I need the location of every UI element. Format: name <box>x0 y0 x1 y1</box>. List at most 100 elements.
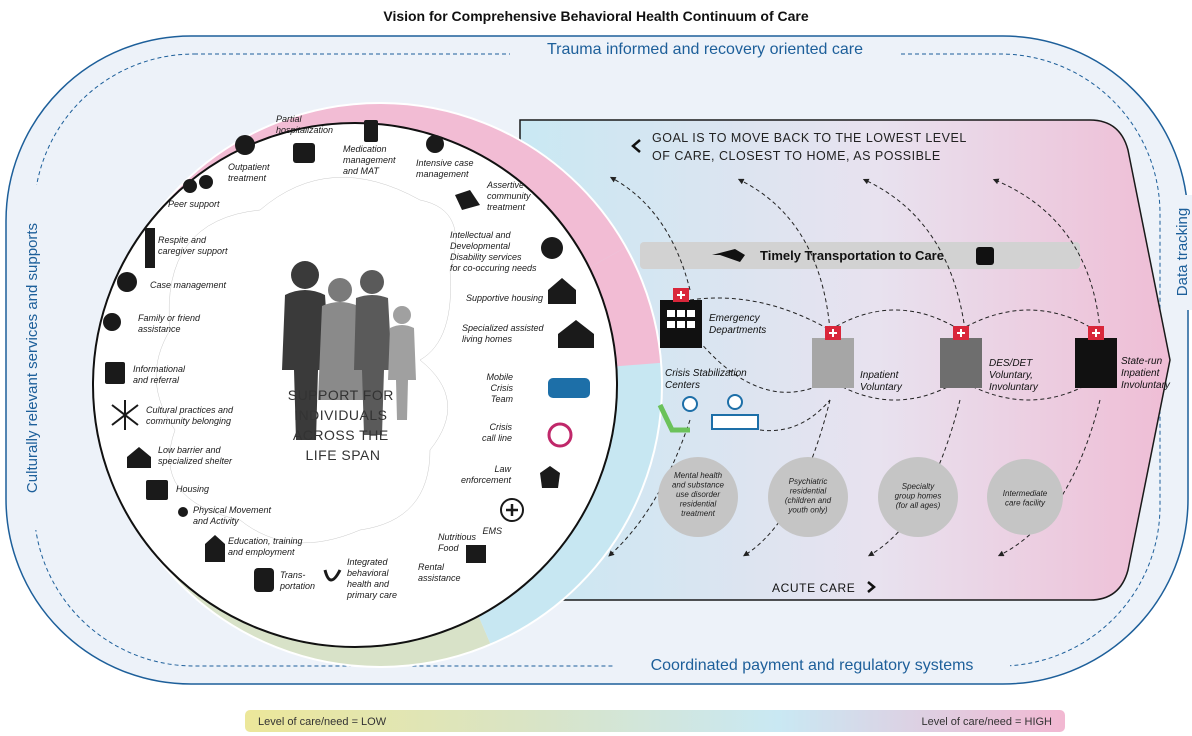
bubble-label-line: Mental health <box>674 471 723 480</box>
service-label-line: caregiver support <box>158 246 228 256</box>
bubble-label-line: group homes <box>895 492 942 501</box>
service-label-line: hospitalization <box>276 125 333 135</box>
running-person-icon <box>178 507 188 517</box>
service-label-line: Partial <box>276 114 303 124</box>
bubble-label-line: Intermediate <box>1003 489 1048 498</box>
service-label-line: Assertive <box>486 180 524 190</box>
facility-label-line: Involuntary <box>989 382 1039 393</box>
service-label-line: Medication <box>343 144 387 154</box>
stethoscope-icon <box>323 569 342 582</box>
facility-label-line: Voluntary, <box>989 370 1033 381</box>
bubble-label-line: residential <box>790 487 827 496</box>
service-label-line: Respite and <box>158 235 207 245</box>
service-label-line: assistance <box>418 573 461 583</box>
service-label: Housing <box>176 484 209 494</box>
des-det-icon <box>940 326 982 388</box>
service-label-line: Intensive case <box>416 158 474 168</box>
bubble-label-line: treatment <box>681 509 716 518</box>
state-run-hospital-icon <box>1075 326 1117 388</box>
return-arrows <box>608 176 1101 557</box>
bubble-label-line: youth only) <box>787 506 827 515</box>
bubble-group-homes <box>878 457 958 537</box>
service-label-line: Case management <box>150 280 227 290</box>
assisted-living-icon <box>558 320 594 348</box>
service-label-line: and MAT <box>343 166 380 176</box>
center-caption: SUPPORT FOR INDIVIDUALS ACROSS THE LIFE … <box>288 387 399 463</box>
legend-high: Level of care/need = HIGH <box>921 716 1052 728</box>
facility-label-line: Inpatient <box>1121 368 1161 379</box>
goal-text: GOAL IS TO MOVE BACK TO THE LOWEST LEVEL… <box>652 131 970 163</box>
service-label-line: and employment <box>228 547 295 557</box>
service-label-line: Food <box>438 543 460 553</box>
food-basket-icon <box>466 545 486 563</box>
service-label: Case management <box>150 280 227 290</box>
service-label-line: Disability services <box>450 252 522 262</box>
center-line: INDIVIDUALS <box>294 407 387 423</box>
gear-icon <box>426 135 444 153</box>
facility-label-line: DES/DET <box>989 358 1033 369</box>
family-icon <box>103 313 121 331</box>
family-silhouette-icon <box>282 261 416 440</box>
service-label-line: enforcement <box>461 475 512 485</box>
service-label-line: community belonging <box>146 416 231 426</box>
facility-label-line: State-run <box>1121 356 1163 367</box>
service-label-line: assistance <box>138 324 181 334</box>
legend-low: Level of care/need = LOW <box>258 716 387 728</box>
pill-bottle-icon <box>364 120 378 142</box>
center-line: SUPPORT FOR <box>288 387 394 403</box>
police-badge-icon <box>540 466 560 488</box>
brain-head-icon <box>235 135 255 155</box>
goal-line: OF CARE, CLOSEST TO HOME, AS POSSIBLE <box>652 149 941 163</box>
facility-label-line: Emergency <box>709 313 761 324</box>
school-icon <box>205 535 225 562</box>
service-label-line: Mobile <box>486 372 513 382</box>
service-label-line: Outpatient <box>228 162 270 172</box>
case-management-icon <box>117 272 137 292</box>
bus-icon <box>254 568 274 592</box>
service-label-line: Informational <box>133 364 186 374</box>
bus-icon <box>976 247 994 265</box>
goal-line: GOAL IS TO MOVE BACK TO THE LOWEST LEVEL <box>652 131 966 145</box>
information-icon <box>105 362 125 384</box>
airplane-icon <box>712 249 745 262</box>
facility-label-line: Departments <box>709 325 766 336</box>
service-label-line: Nutritious <box>438 532 477 542</box>
service-label-line: living homes <box>462 334 513 344</box>
service-label-line: primary care <box>346 590 397 600</box>
peer-support-icon <box>183 179 197 193</box>
service-label-line: Trans- <box>280 570 305 580</box>
shelter-icon <box>127 447 151 468</box>
frame-label-bottom: Coordinated payment and regulatory syste… <box>651 657 974 674</box>
acute-arrow-icon <box>867 581 876 593</box>
emergency-department-icon <box>660 288 702 348</box>
center-line: ACROSS THE <box>293 427 389 443</box>
bubble-label-line: and substance <box>672 481 725 490</box>
service-label-line: portation <box>279 581 315 591</box>
diagram-title: Vision for Comprehensive Behavioral Heal… <box>383 8 808 24</box>
service-label-line: Rental <box>418 562 445 572</box>
service-label-line: Physical Movement <box>193 505 272 515</box>
bubble-residential-treatment <box>658 457 738 537</box>
service-label-line: management <box>416 169 469 179</box>
bubble-intermediate-care <box>987 459 1063 535</box>
sun-icon <box>541 237 563 259</box>
service-label-line: Family or friend <box>138 313 201 323</box>
caregiver-icon <box>145 228 155 268</box>
service-label-line: Education, training <box>228 536 303 546</box>
